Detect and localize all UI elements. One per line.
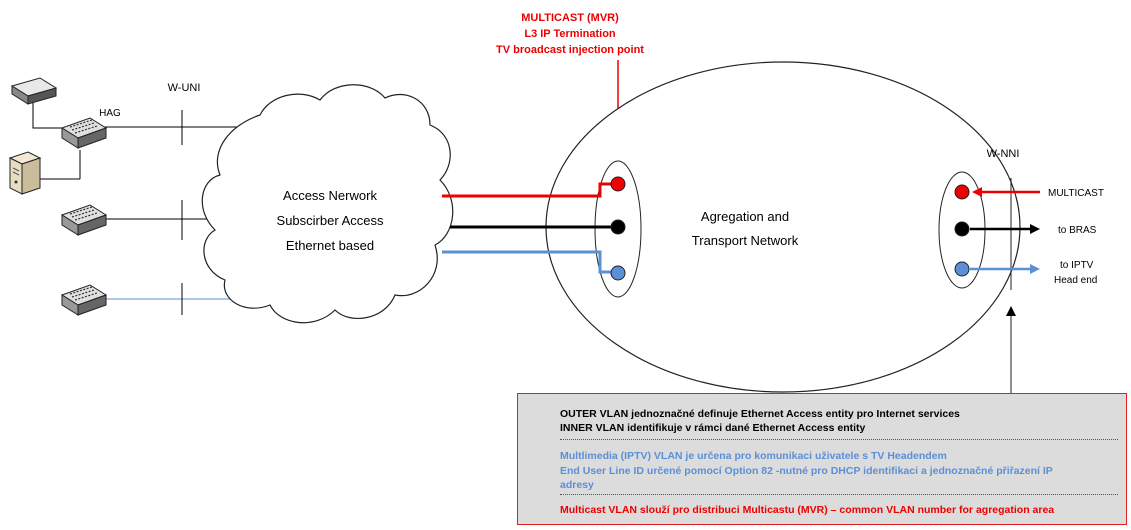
note-multicast-vlan: Multicast VLAN slouží pro distribuci Mul…	[560, 504, 1055, 516]
modem-icon	[10, 77, 58, 105]
switch-icon	[60, 117, 108, 149]
vlan-notes-box: OUTER VLAN jednoznačné definuje Ethernet…	[517, 393, 1127, 525]
iptv-vlan-dot	[610, 265, 626, 281]
nni-internet-dot	[954, 221, 970, 237]
nni-iptv-dot	[954, 261, 970, 277]
aggregation-line-1: Agregation and	[701, 209, 789, 224]
device-links	[32, 98, 250, 220]
w-uni-label: W-UNI	[168, 82, 201, 94]
note-iptv-vlan: Multlimedia (IPTV) VLAN je určena pro ko…	[560, 450, 947, 462]
iptv-label-line-1: to IPTV	[1060, 260, 1094, 271]
note-option82-cont: adresy	[560, 479, 594, 491]
nni-multicast-dot	[954, 184, 970, 200]
blue-vlan-line	[442, 250, 612, 274]
switch-icon	[60, 284, 108, 316]
note-inner-vlan: INNER VLAN identifikuje v rámci dané Eth…	[560, 422, 866, 434]
access-network-line-3: Ethernet based	[286, 238, 374, 253]
red-vlan-line	[442, 182, 612, 198]
bras-label: to BRAS	[1058, 225, 1097, 236]
top-label-line-3: TV broadcast injection point	[496, 44, 644, 56]
access-network-cloud	[201, 84, 454, 324]
note-outer-vlan: OUTER VLAN jednoznačné definuje Ethernet…	[560, 408, 960, 420]
access-network-line-2: Subscirber Access	[277, 213, 384, 228]
internet-vlan-dot	[610, 219, 626, 235]
note-option82: End User Line ID určené pomocí Option 82…	[560, 465, 1053, 477]
note-separator	[560, 494, 1118, 495]
aggregation-line-2: Transport Network	[692, 233, 799, 248]
multicast-label: MULTICAST	[1048, 188, 1104, 199]
top-label-line-2: L3 IP Termination	[524, 28, 616, 40]
iptv-label-line-2: Head end	[1054, 275, 1097, 286]
access-network-line-1: Access Nerwork	[283, 188, 377, 203]
multicast-vlan-dot	[610, 176, 626, 192]
w-nni-label: W-NNI	[987, 148, 1020, 160]
server-icon	[8, 151, 42, 195]
hag-label: HAG	[99, 108, 121, 119]
top-label-line-1: MULTICAST (MVR)	[521, 12, 619, 24]
switch-icon	[60, 204, 108, 236]
note-separator	[560, 439, 1118, 440]
